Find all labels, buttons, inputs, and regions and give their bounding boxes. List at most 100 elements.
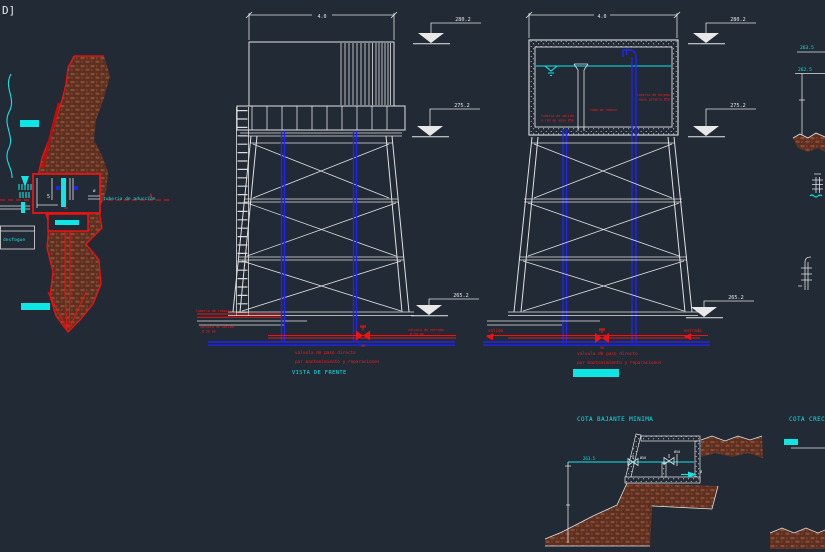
intake-pier-left bbox=[56, 186, 60, 190]
strip-elev-2: 262.5 bbox=[798, 67, 812, 73]
front-elev-265: 265.2 bbox=[410, 293, 479, 317]
tank-bajada-label-2: agua potable Ø50 bbox=[639, 97, 670, 102]
front-valve-icon bbox=[356, 325, 370, 341]
plan-channel-curve bbox=[41, 102, 61, 169]
plan-view: 5 A ø tuberia de aduccion desfogue bbox=[0, 55, 170, 333]
section-tower-struts bbox=[519, 142, 687, 261]
section-tower-legs bbox=[513, 136, 693, 313]
detail-elev-label: 263.5 bbox=[583, 456, 596, 461]
front-tower-legs bbox=[232, 135, 410, 313]
river-flow-arrow-icon bbox=[21, 176, 29, 187]
strip-riser-pipe bbox=[799, 73, 805, 135]
detail-outflow-arrow-icon bbox=[688, 471, 697, 478]
detail-intake-walls bbox=[624, 433, 701, 484]
detail-max-title: COTA CRECIDA MAXIMA bbox=[789, 416, 825, 423]
front-valve-num: 50 bbox=[361, 344, 365, 348]
svg-text:275.2: 275.2 bbox=[454, 103, 470, 109]
detail-measure-rod bbox=[565, 462, 571, 543]
section-valve-icon bbox=[595, 328, 609, 343]
entrada-arrow-icon bbox=[684, 333, 691, 341]
desfogue-label: desfogue bbox=[3, 237, 25, 243]
section-note-1: valvula de paso directo bbox=[577, 351, 638, 357]
front-platform-dividers bbox=[251, 106, 388, 130]
front-tower-struts bbox=[239, 142, 404, 261]
section-elev-275: 275.2 bbox=[687, 103, 756, 138]
plan-outlet-channel bbox=[47, 214, 87, 330]
desfogue-box bbox=[0, 225, 35, 250]
pipe-fitting-symbol-1 bbox=[809, 173, 823, 198]
entrada-label: entrada bbox=[684, 328, 702, 333]
overflow-pipe bbox=[573, 63, 589, 131]
section-valve-diam: Ø50 bbox=[599, 327, 605, 332]
detail-valve-2-label: Ø50 bbox=[674, 449, 680, 454]
aduccion-pipe-stub bbox=[88, 195, 100, 200]
intake-inner-walls bbox=[36, 178, 74, 208]
front-rebose-label: tuberia de rebose bbox=[196, 309, 230, 313]
front-note-1: valvula de paso directo bbox=[295, 350, 356, 356]
detail-valve-1-label: Ø50 bbox=[640, 455, 646, 460]
plan-cyan-bar-bottom bbox=[21, 303, 50, 310]
front-elev-275: 275.2 bbox=[411, 103, 480, 138]
sluice-gate-cyan bbox=[55, 220, 79, 225]
diameter-symbol: ø bbox=[93, 188, 96, 193]
strip-elev-1: 263.5 bbox=[800, 45, 814, 51]
front-dim-lines bbox=[245, 11, 398, 40]
front-note-2: por mantenimiento y reparaciones bbox=[295, 359, 380, 365]
intake-pier-right bbox=[74, 186, 78, 190]
plan-cyan-bar-top bbox=[20, 120, 39, 127]
front-blue-pipes bbox=[208, 131, 455, 346]
front-salida-label-1: valvula de salida bbox=[200, 325, 234, 329]
front-tank-shading bbox=[340, 43, 391, 105]
front-view: 4.0 Ø50 50 tuberia de rebose valvula de … bbox=[196, 11, 481, 376]
detail-valve-1-icon bbox=[627, 455, 639, 467]
section-blue-main bbox=[483, 341, 710, 346]
detail-max-terrain-surface bbox=[769, 527, 825, 534]
section-letter: A bbox=[149, 193, 153, 200]
intake-gate-cyan bbox=[61, 178, 66, 207]
front-view-title: VISTA DE FRENTE bbox=[292, 370, 347, 376]
right-strip: 263.5 262.5 bbox=[792, 45, 825, 290]
intake-structure-box bbox=[32, 173, 101, 214]
section-valve-num: 50 bbox=[600, 346, 604, 350]
section-tank-interior bbox=[534, 46, 673, 128]
section-note-2: por mantenimiento y reparaciones bbox=[577, 360, 662, 366]
tank-bajada-label-1: tuberia de bajada bbox=[637, 93, 670, 97]
inlet-pipe bbox=[622, 49, 637, 344]
strip-terrain-hatch bbox=[793, 133, 825, 152]
left-pipe bbox=[0, 205, 30, 210]
section-dim-lines bbox=[525, 11, 681, 38]
detail-terrain-upper bbox=[701, 436, 763, 458]
front-tower-braces bbox=[241, 143, 402, 312]
detail-outflow-diam: Ø bbox=[700, 469, 703, 474]
front-foundation bbox=[197, 311, 414, 326]
front-dim-text: 4.0 bbox=[317, 14, 326, 20]
front-platform bbox=[236, 105, 406, 131]
tank-rebose-label: tubo de rebose bbox=[590, 108, 617, 112]
left-pipe-gate bbox=[21, 202, 25, 213]
tank-salida-label-1: tuberia de salida bbox=[541, 114, 574, 118]
section-view: 4.0 tuberia de salida a red de agua Ø50 … bbox=[483, 11, 756, 377]
section-elev-280: 280.2 bbox=[687, 17, 756, 45]
detail-max-terrain bbox=[770, 528, 825, 549]
front-salida-label-2: Ø 50 mm bbox=[202, 329, 216, 334]
river-flow-line bbox=[6, 73, 13, 179]
outlet-pipe bbox=[562, 129, 568, 344]
svg-text:265.2: 265.2 bbox=[728, 295, 744, 301]
pipe-fitting-symbol-2 bbox=[798, 256, 812, 290]
svg-text:280.2: 280.2 bbox=[730, 17, 746, 23]
scale-bar bbox=[573, 369, 619, 377]
water-level-icon bbox=[543, 65, 559, 77]
detail-terrain-lower-surface bbox=[544, 482, 719, 547]
detail-cota-crecida: COTA CRECIDA MAXIMA bbox=[769, 416, 825, 549]
plan-gate-ticks bbox=[18, 184, 32, 198]
detail-valve-2-icon bbox=[663, 454, 678, 466]
detail-cota-bajante: COTA BAJANTE MINIMA 263.5 Ø50 Ø50 Ø bbox=[544, 416, 763, 547]
detail-terrain-upper-surface bbox=[700, 435, 763, 442]
section-tower-braces bbox=[522, 143, 685, 312]
front-valve-diam: Ø50 bbox=[360, 324, 366, 329]
detail-max-cyan-bar bbox=[784, 439, 798, 445]
tank-salida-label-2: a red de agua Ø50 bbox=[541, 118, 574, 123]
svg-text:275.2: 275.2 bbox=[730, 103, 746, 109]
